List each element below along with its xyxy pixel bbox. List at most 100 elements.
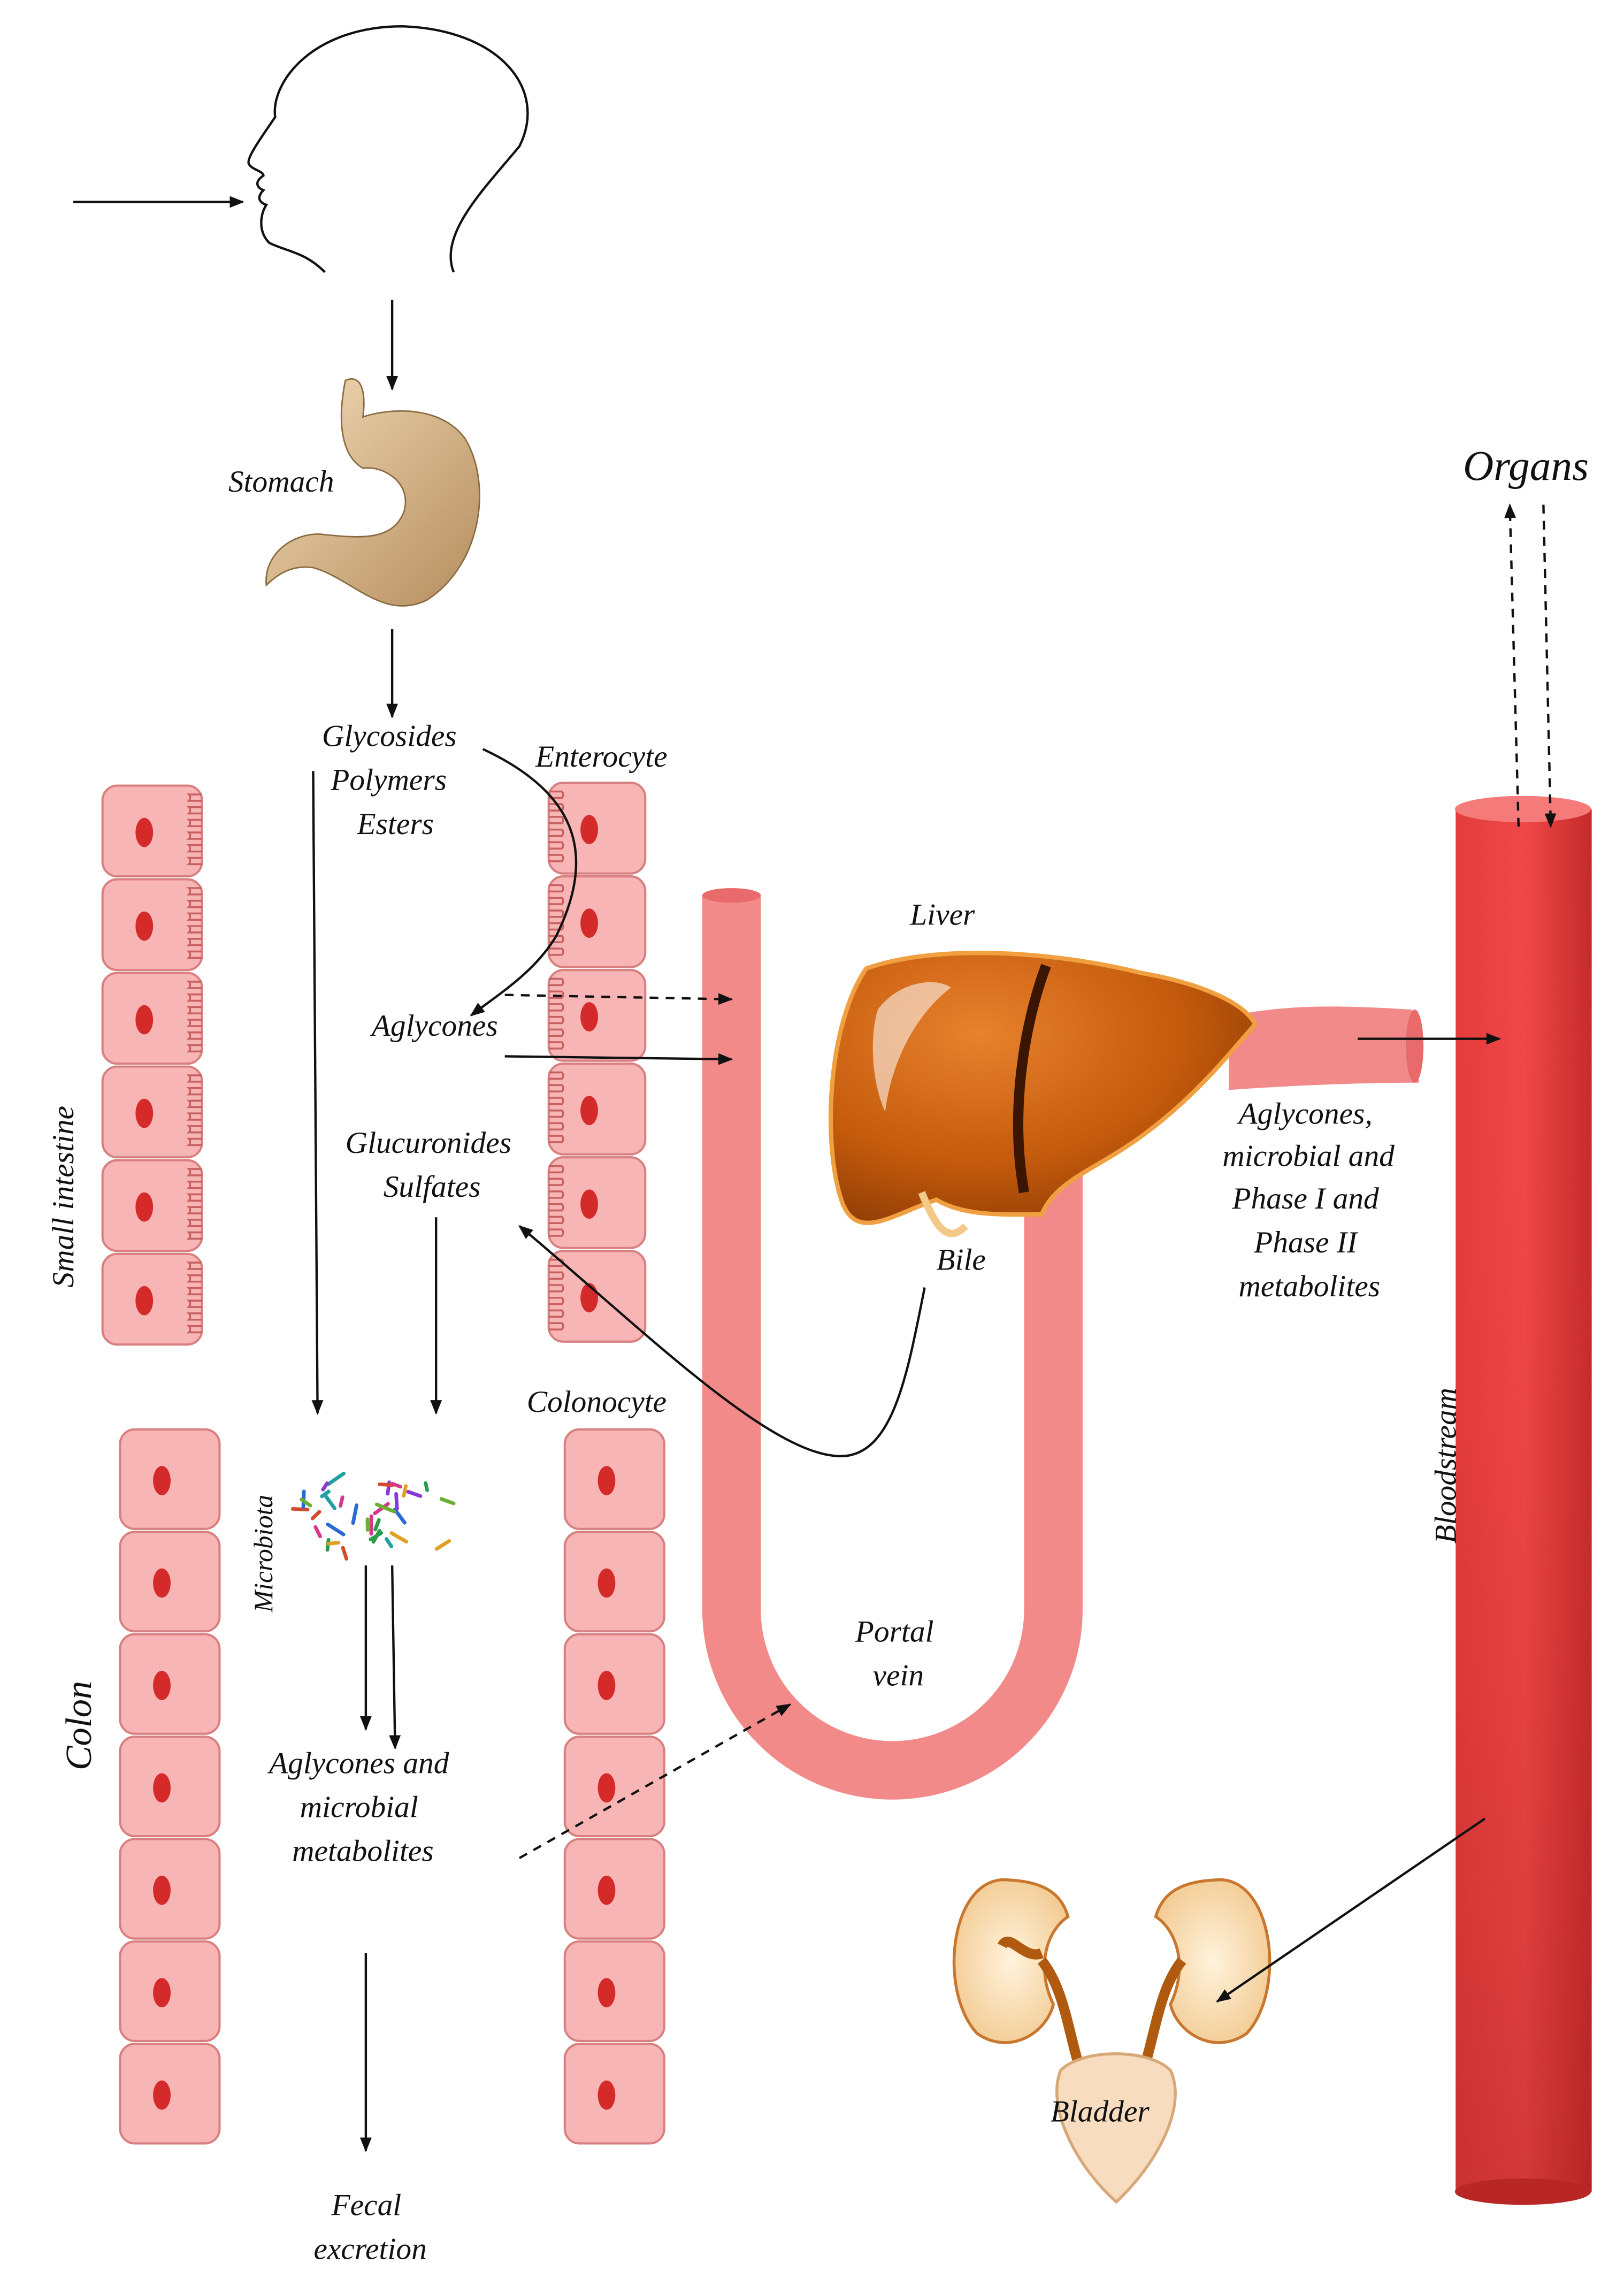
bacterium	[310, 1510, 321, 1520]
bile-label: Bile	[936, 1243, 985, 1277]
sulfates-label: Sulfates	[384, 1170, 481, 1204]
microvilli	[186, 981, 202, 1053]
portal-vein-tube	[702, 895, 1083, 1800]
cell	[547, 782, 647, 875]
cell	[119, 1531, 221, 1633]
glycosides-to-colon-arrow	[311, 771, 324, 1415]
cell	[547, 1156, 647, 1249]
colonocyte-label: Colonocyte	[527, 1385, 667, 1419]
cell-nucleus	[153, 1466, 171, 1495]
organs-out-arrow	[1504, 503, 1520, 827]
colon-products-label: Aglycones and microbial metabolites	[267, 1747, 457, 1868]
bile-return-arrow	[518, 1225, 926, 1458]
cell-nucleus	[153, 2080, 171, 2110]
liver-highlight	[872, 982, 951, 1112]
cell-nucleus	[153, 1568, 171, 1598]
glycosides-label: Glycosides	[322, 720, 457, 753]
microbiota-label: Microbiota	[249, 1495, 278, 1613]
bacterium	[390, 1481, 402, 1489]
cell	[547, 969, 647, 1062]
colon-label: Colon	[58, 1681, 99, 1770]
kidneys-bladder-illustration	[952, 1878, 1271, 2204]
enterocyte-cells	[547, 782, 647, 1343]
cell-nucleus	[153, 1978, 171, 2008]
microvilli	[548, 790, 564, 862]
cell-nucleus	[580, 1096, 598, 1126]
colon-products-line: microbial	[300, 1791, 418, 1824]
cell	[547, 1062, 647, 1156]
liver-output-line: metabolites	[1238, 1270, 1380, 1303]
aglycones-label: Aglycones	[370, 1009, 498, 1043]
stomach-illustration	[265, 378, 480, 607]
esters-label: Esters	[356, 807, 434, 841]
bacterium	[378, 1482, 395, 1487]
bacterium	[373, 1518, 381, 1532]
polymers-label: Polymers	[330, 763, 447, 797]
bacterium	[326, 1541, 341, 1546]
left-kidney	[952, 1878, 1070, 2044]
cell	[119, 1838, 221, 1940]
gallbladder-icon	[918, 1191, 968, 1237]
bloodstream-top	[1454, 796, 1591, 822]
organs-in-arrow	[1542, 504, 1557, 828]
bladder	[1055, 2052, 1177, 2204]
bacterium	[326, 1522, 346, 1536]
cell-nucleus	[597, 1568, 616, 1598]
passive-absorption-arrow	[504, 993, 733, 1005]
cell	[563, 1838, 665, 1940]
bacterium	[341, 1546, 349, 1561]
fecal-excretion-line: Fecal	[331, 2188, 402, 2222]
cell-nucleus	[597, 1671, 616, 1700]
cell	[101, 1065, 203, 1159]
absorption-arrow	[504, 1053, 733, 1065]
bacterium	[434, 1539, 451, 1551]
colon-products-line: Aglycones and	[267, 1747, 449, 1780]
liver-output-line: Phase II	[1253, 1226, 1359, 1259]
cell	[119, 1736, 221, 1838]
cell-nucleus	[597, 1875, 616, 1905]
cell	[101, 784, 203, 878]
bacterium	[323, 1493, 336, 1510]
liver-lobe-divider	[1013, 964, 1051, 1194]
liver-output-label: Aglycones, microbial and Phase I and Pha…	[1222, 1097, 1402, 1303]
cell-nucleus	[597, 2080, 616, 2110]
microvilli	[186, 793, 202, 866]
cell	[563, 1531, 665, 1633]
cell	[547, 1250, 647, 1343]
bacterium	[406, 1489, 423, 1498]
portal-vein-line: vein	[873, 1658, 924, 1692]
cell	[119, 1940, 221, 2043]
portal-vein-label: Portal vein	[855, 1615, 941, 1692]
bacterium	[326, 1471, 346, 1486]
colon-to-portal-arrow	[518, 1703, 792, 1860]
cell	[101, 1252, 203, 1346]
microvilli	[186, 1262, 202, 1334]
liver-label: Liver	[909, 898, 975, 931]
bacterium	[339, 1495, 344, 1508]
cell-nucleus	[135, 911, 154, 941]
bacterium	[313, 1525, 322, 1539]
organs-label: Organs	[1463, 442, 1589, 490]
microvilli	[186, 1074, 202, 1146]
bloodstream-label: Bloodstream	[1429, 1388, 1462, 1543]
small-intestine-label: Small intestine	[47, 1106, 80, 1288]
cell-nucleus	[580, 1283, 598, 1313]
bacterium	[351, 1503, 359, 1525]
liver-output-line: Phase I and	[1232, 1182, 1380, 1216]
microvilli	[186, 887, 202, 959]
colon-products-line: metabolites	[292, 1834, 434, 1868]
bloodstream-bottom	[1454, 2178, 1591, 2205]
bacterium	[394, 1492, 399, 1511]
bacterium	[393, 1508, 407, 1525]
bacterium	[321, 1481, 329, 1492]
bacterium	[384, 1537, 394, 1549]
microvilli	[186, 1168, 202, 1240]
cell	[563, 1633, 665, 1735]
cell	[101, 972, 203, 1065]
cell	[563, 2043, 665, 2145]
cell	[119, 2043, 221, 2145]
glucuronides-label: Glucuronides	[346, 1126, 511, 1160]
cell	[563, 1736, 665, 1838]
cell	[547, 875, 647, 968]
portal-vein-opening	[702, 888, 761, 903]
